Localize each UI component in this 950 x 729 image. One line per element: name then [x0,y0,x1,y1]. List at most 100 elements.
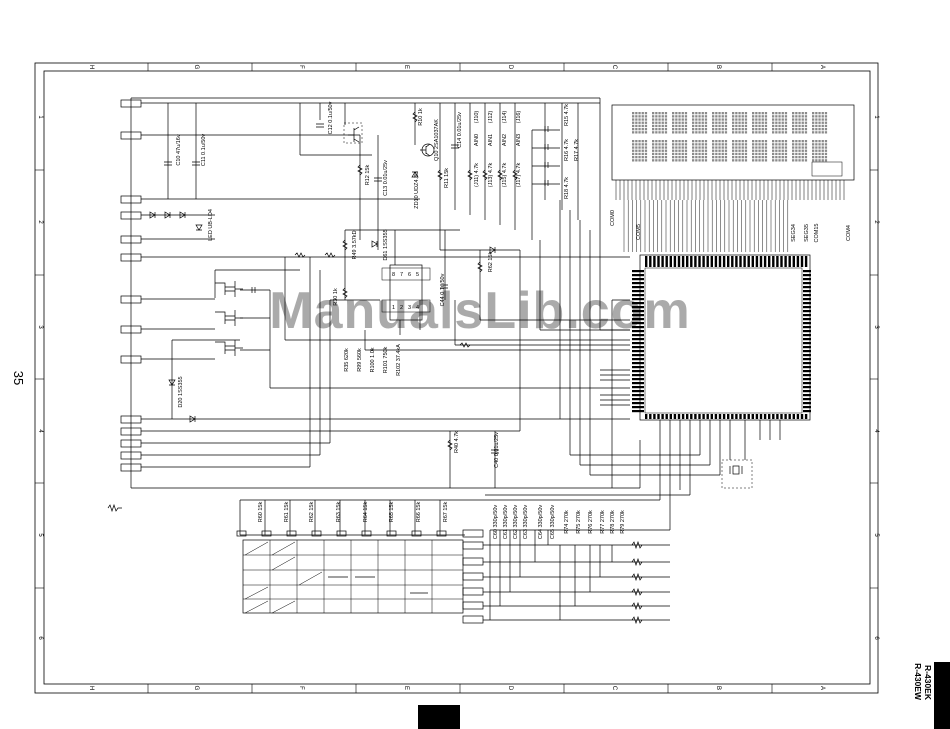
vfd-dot [632,121,635,124]
vfd-dot [804,128,808,131]
vfd-dot [715,159,718,162]
label-c60: C60 330p/50v [493,505,499,539]
vfd-dot [755,124,758,128]
mcu-pin-top [714,256,718,267]
vfd-dot [712,159,715,162]
vfd-dot [661,128,664,131]
vfd-dot [698,152,701,156]
vfd-dot [652,121,655,124]
label-r78: R78 270k [610,510,616,534]
vfd-dot [792,146,795,149]
drawing-frame [34,62,879,694]
vfd-dot [698,149,701,152]
vfd-dot [712,143,715,146]
label-c13: C13 0.01u/25v [383,160,389,196]
vfd-dot [644,152,648,156]
vfd-dot [692,124,695,128]
vfd-dot [784,140,788,143]
vfd-dot [818,112,821,115]
vfd-dot [678,131,681,134]
vfd-dot [721,146,724,149]
mcu-pin-bottom [755,414,759,419]
mcu-pin-bottom [702,414,705,419]
vfd-dot [721,149,724,152]
vfd-dot [655,159,658,162]
vfd-dot [658,115,661,118]
vfd-dot [764,152,768,156]
vfd-dot [824,121,828,124]
vfd-dot [818,118,821,121]
mcu-pin-top [677,256,681,267]
vfd-dot [701,156,704,159]
vfd-dot [712,131,715,134]
vfd-dot [632,143,635,146]
vfd-dot [815,143,818,146]
vfd-dot [635,156,638,159]
vfd-dot [704,121,708,124]
vfd-dot [658,121,661,124]
vfd-dot [781,149,784,152]
vfd-dot [675,131,678,134]
vfd-dot [641,149,644,152]
vfd-dot [641,152,644,156]
row-label-right: 1 [873,115,879,119]
mcu-pin-left [632,354,644,357]
vfd-dot [695,131,698,134]
vfd-dot [635,121,638,124]
vfd-dot [821,112,824,115]
vfd-dot [775,124,778,128]
vfd-dot [652,146,655,149]
label-d20: D20 1SS355 [178,376,184,407]
vfd-dot [818,131,821,134]
vfd-dot [675,140,678,143]
vfd-dot [681,124,684,128]
vfd-dot [758,146,761,149]
vfd-dot [664,121,668,124]
vfd-dot [752,128,755,131]
vfd-dot [661,156,664,159]
vfd-dot [798,131,801,134]
vfd-dot [641,131,644,134]
mcu-pin-bottom [694,414,697,419]
mcu-pin-left [632,274,644,277]
vfd-dot [784,149,788,152]
vfd-dot [824,159,828,162]
vfd-dot [758,128,761,131]
vfd-dot [692,159,695,162]
vfd-dot [678,118,681,121]
label-c11: C11 0.1u/50v [201,134,207,167]
vfd-dot [715,118,718,121]
vfd-dot [675,124,678,128]
mcu-pin-bottom [731,414,734,419]
mcu-pin-right [803,318,811,321]
vfd-dot [675,112,678,115]
mcu-pin-top [759,256,763,267]
mcu-pin-top [661,256,664,267]
col-label-top: E [403,65,409,69]
vfd-dot [715,143,718,146]
label-r62b: R62 15k [309,502,315,523]
row-label-right: 3 [873,325,879,329]
vfd-dot [692,140,695,143]
label-led: LED UB-LD4 [208,209,214,241]
mcu-pin-top [665,256,668,267]
vfd-dot [741,121,744,124]
vfd-dot [735,146,738,149]
vfd-dot [712,152,715,156]
vfd-dot [661,146,664,149]
vfd-dot [744,143,748,146]
mcu-pin-right [803,282,811,285]
vfd-dot [712,149,715,152]
mcu-pin-bottom [759,414,763,419]
vfd-dot [764,159,768,162]
vfd-dot [701,159,704,162]
vfd-dot [652,131,655,134]
vfd-dot [721,152,724,156]
vfd-dot [632,112,635,115]
mcu-pin-bottom [665,414,668,419]
vfd-dot [798,121,801,124]
vfd-dot [732,140,735,143]
vfd-dot [732,146,735,149]
mcu-pin-right [803,342,811,345]
vfd-dot [721,131,724,134]
